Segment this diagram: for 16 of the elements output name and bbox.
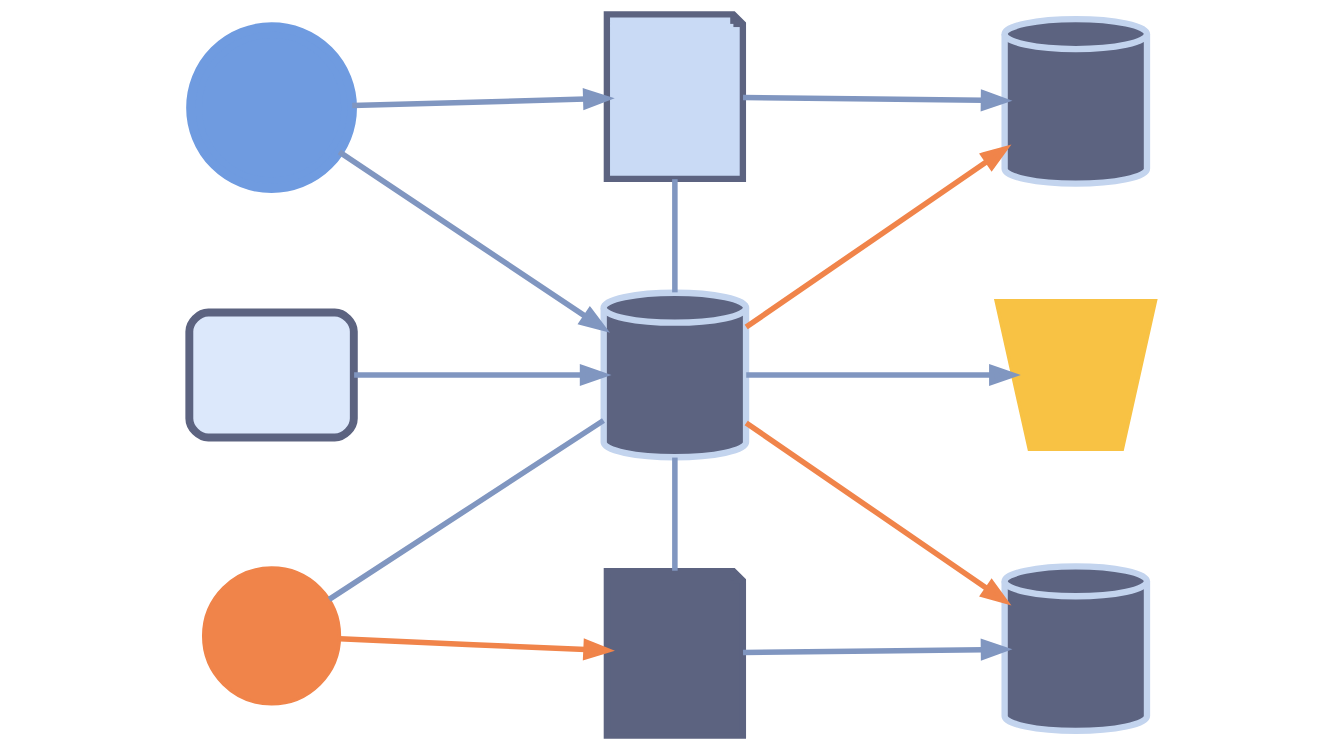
arrow (742, 638, 1012, 661)
arrow (351, 88, 615, 111)
arrow (339, 636, 615, 661)
arrow (742, 89, 1012, 112)
node-monitor (184, 308, 358, 442)
arrow (337, 149, 610, 333)
node-gear (185, 22, 357, 194)
arrow (744, 144, 1011, 330)
node-person (201, 566, 341, 706)
arrow (745, 363, 1021, 387)
connector (671, 179, 678, 293)
arrow (744, 420, 1011, 606)
arrow (353, 363, 611, 387)
node-bin (993, 299, 1158, 451)
connector (671, 457, 678, 571)
connector (327, 418, 605, 602)
